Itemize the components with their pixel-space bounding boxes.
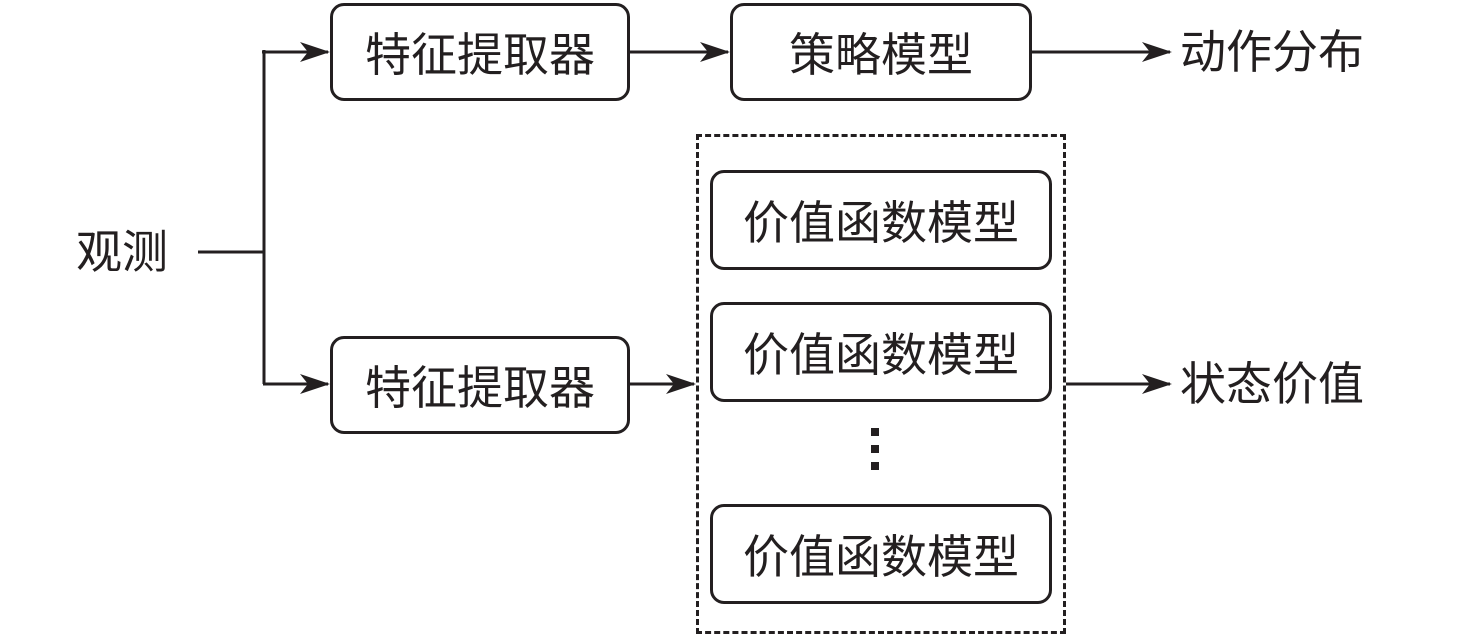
value-function-model-box-2: 价值函数模型 (710, 302, 1052, 402)
value-feature-extractor-box: 特征提取器 (330, 336, 630, 434)
value-function-model-box-1: 价值函数模型 (710, 170, 1052, 270)
value-model-ensemble-group (696, 134, 1066, 634)
state-value-label: 状态价值 (1180, 357, 1364, 411)
ellipsis-vertical-icon (871, 428, 879, 479)
policy-feature-extractor-box: 特征提取器 (330, 3, 630, 101)
action-distribution-label: 动作分布 (1180, 25, 1364, 79)
policy-model-box: 策略模型 (730, 3, 1032, 101)
value-function-model-box-3: 价值函数模型 (710, 504, 1052, 604)
observation-label: 观测 (76, 225, 168, 279)
